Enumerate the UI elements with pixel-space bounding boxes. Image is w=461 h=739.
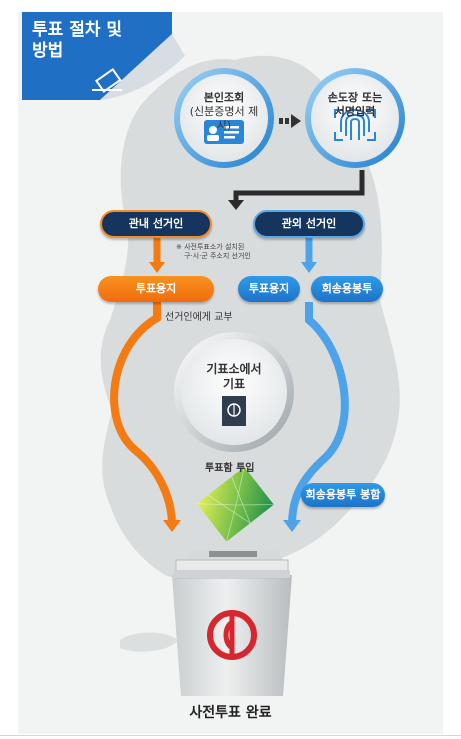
signature-label: 손도장 또는 서명입력 <box>315 91 395 119</box>
in-district-note-line-2: 구·시·군 주소지 선거인 <box>184 252 251 260</box>
page-title: 투표 절차 및 방법 <box>32 20 142 62</box>
orange-flow-line <box>110 302 176 526</box>
arrow-right-icon <box>279 114 301 128</box>
bottom-divider <box>0 735 461 736</box>
title-banner <box>22 12 172 100</box>
seal-envelope-pill: 회송용봉투 봉함 <box>301 483 385 507</box>
in-district-voter-pill: 관내 선거인 <box>100 210 212 238</box>
out-district-voter-pill: 관외 선거인 <box>253 210 365 238</box>
signature-line-1: 손도장 또는 <box>327 91 383 104</box>
return-envelope-pill: 회송용봉투 <box>311 276 383 302</box>
ballot-stamp-icon <box>92 67 122 93</box>
blue-flow-line <box>288 302 349 526</box>
identity-check-line-1: 본인조회 <box>203 91 245 104</box>
cast-ballot-label: 투표함 투입 <box>205 463 255 474</box>
in-district-note: ※ 사전투표소가 설치된 구·시·군 주소지 선거인 <box>176 243 286 261</box>
flow-line-signature <box>233 170 365 204</box>
signature-line-2: 서명입력 <box>334 105 376 118</box>
jeju-island-shape <box>120 632 178 652</box>
id-card-icon <box>204 120 244 144</box>
handed-to-voter-label: 선거인에게 교부 <box>165 312 233 323</box>
korea-map-shape <box>100 55 400 581</box>
identity-check-line-2: (신분증명서 제시) <box>189 105 259 132</box>
ballot-box-icon <box>172 550 292 696</box>
voting-complete-label: 사전투표 완료 <box>189 705 272 721</box>
booth-line-2: 기표 <box>222 377 246 391</box>
ballot-being-cast <box>196 466 274 542</box>
fingerprint-icon <box>334 108 376 141</box>
booth-line-1: 기표소에서 <box>206 362 262 376</box>
out-district-ballot-pill: 투표용지 <box>238 276 300 302</box>
page-title-line-2: 방법 <box>32 41 64 61</box>
identity-check-label: 본인조회 (신분증명서 제시) <box>184 91 264 133</box>
ballot-paper-icon <box>222 396 246 426</box>
title-banner-fold <box>100 34 185 100</box>
in-district-ballot-pill: 투표용지 <box>98 276 214 302</box>
booth-label: 기표소에서 기표 <box>194 362 274 392</box>
page-title-line-1: 투표 절차 및 <box>32 20 123 40</box>
in-district-note-line-1: ※ 사전투표소가 설치된 <box>176 243 245 251</box>
